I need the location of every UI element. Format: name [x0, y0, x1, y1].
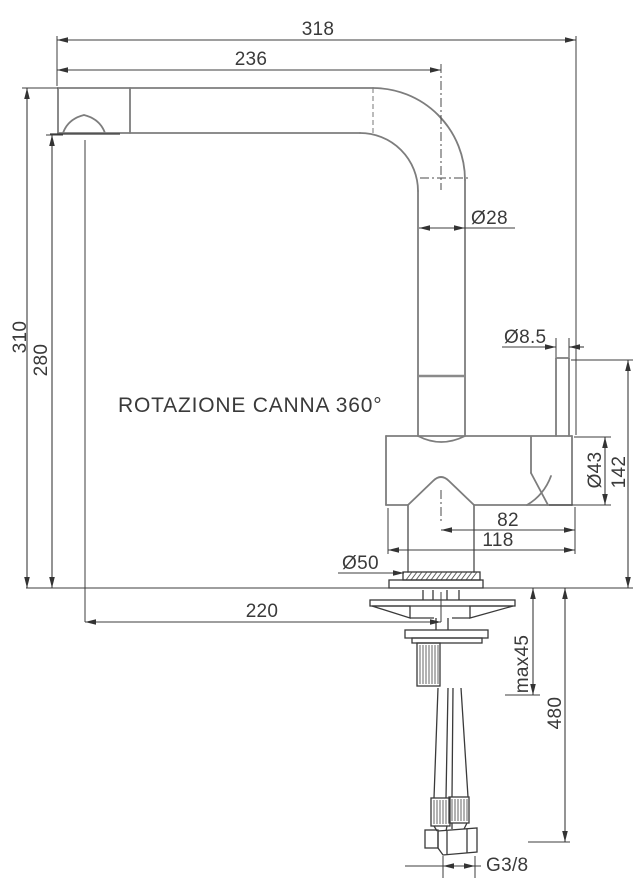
dim-spout-height-label: 280 [31, 344, 52, 377]
hose-crimp-left-hatch [433, 800, 447, 824]
threaded-stud-hatch [419, 645, 439, 684]
dim-body-diameter-label: Ø43 [585, 452, 606, 489]
hose-crimp-right [448, 796, 470, 824]
dim-outlet-offset-label: 220 [246, 601, 279, 622]
dim-lever-pin-diameter-label: Ø8.5 [504, 327, 546, 348]
dim-overall-height-label: 310 [10, 321, 31, 354]
flange-gasket-hatch [405, 571, 478, 581]
locking-nut-upper [404, 629, 489, 639]
elbow-inner-curve [359, 132, 419, 192]
hose-crimp-right-hatch [451, 799, 468, 821]
hose-end-nut [437, 827, 478, 856]
dimension-lines [22, 36, 633, 878]
elbow-outer-curve [372, 87, 466, 181]
dim-max-deck-thickness-label: max45 [512, 635, 533, 694]
center-pipe [435, 618, 449, 630]
mounting-wedge-right [469, 605, 514, 619]
flange-base-ring [388, 579, 484, 589]
hose-to-nut-joints [433, 822, 468, 832]
dim-body-height-label: 142 [609, 456, 630, 489]
aerator-dome [62, 114, 106, 134]
mounting-washer-plate [369, 599, 516, 607]
flex-hoses [433, 687, 469, 799]
mounting-wedge-left [371, 605, 411, 619]
locking-nut-lower [411, 637, 483, 644]
dim-base-diameter-label: Ø50 [342, 553, 379, 574]
body-tent-profile [407, 476, 475, 506]
dim-hose-length-label: 480 [545, 697, 566, 730]
under-counter-assembly [369, 590, 516, 856]
nut-facets [446, 829, 468, 854]
threaded-stud [416, 642, 441, 687]
dimension-labels: 318 236 Ø28 Ø8.5 310 280 Ø43 142 82 118 … [10, 19, 630, 876]
shank-pipes [422, 590, 460, 600]
dim-spout-reach-label: 236 [235, 49, 268, 70]
dim-spout-diameter-label: Ø28 [471, 208, 508, 229]
dim-thread-label: G3/8 [486, 855, 528, 876]
riser-joint-arc [417, 435, 466, 443]
faucet-outline [50, 87, 573, 589]
rotation-note: ROTAZIONE CANNA 360° [118, 394, 382, 417]
nut-side-tab [424, 829, 439, 849]
dim-overall-width-label: 318 [302, 19, 335, 40]
lever-base-diagonal [530, 472, 549, 506]
dim-body-length-label: 118 [482, 530, 513, 551]
lever-swing-arc [526, 475, 552, 506]
hose-crimp-left [430, 797, 451, 827]
dim-center-to-lever-label: 82 [497, 510, 519, 531]
dimension-arrowheads [24, 37, 631, 869]
